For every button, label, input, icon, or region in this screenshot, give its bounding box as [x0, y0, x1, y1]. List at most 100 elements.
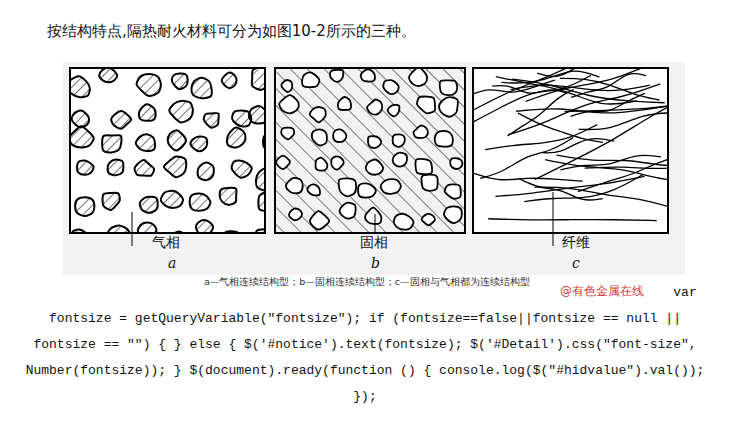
panel-letter: a [168, 255, 176, 271]
gas-pore [111, 111, 131, 129]
gas-pore [190, 194, 211, 211]
figure-ground [63, 62, 685, 275]
gas-pore [137, 74, 161, 96]
solid-grain [415, 159, 432, 174]
fiber [480, 138, 573, 179]
code-text: var fontsize = getQueryVariable("fontsiz… [20, 280, 710, 410]
panel-c [473, 68, 668, 233]
fiber [537, 68, 623, 76]
leader-line [553, 192, 554, 246]
solid-grain [310, 107, 326, 122]
gas-pore [108, 160, 124, 176]
gas-pore [232, 161, 252, 178]
gas-pore [196, 220, 213, 233]
gas-pore [256, 168, 265, 191]
gas-pore [135, 160, 155, 176]
panel-letter: c [572, 255, 580, 271]
phase-label: 气相 [152, 234, 180, 252]
solid-grain [422, 214, 435, 225]
solid-grain [307, 184, 320, 195]
solid-grain [439, 97, 458, 117]
gas-pore [190, 136, 207, 151]
solid-grain [368, 136, 381, 148]
fiber [519, 179, 603, 200]
solid-grain [339, 178, 356, 196]
solid-grain [381, 179, 401, 194]
fiber [526, 68, 668, 101]
gas-pore [249, 106, 265, 123]
watermark: @有色金属在线 [560, 283, 644, 300]
fiber [474, 75, 591, 121]
fiber [485, 125, 597, 150]
gas-pore [227, 128, 245, 148]
solid-grain [421, 175, 437, 191]
gas-pore [77, 160, 94, 174]
solid-grain [450, 158, 462, 169]
fiber [488, 219, 657, 221]
gas-pore [70, 76, 90, 97]
solid-grain [316, 158, 328, 171]
solid-grain [302, 72, 319, 87]
solid-grain [365, 208, 381, 224]
solid-grain [276, 156, 290, 169]
solid-grain [394, 214, 414, 230]
panel-border [473, 68, 668, 233]
gas-pore [252, 68, 265, 90]
solid-grain [393, 134, 405, 147]
gas-pore [220, 188, 237, 205]
heading: 按结构特点,隔热耐火材料可分为如图10-2所示的三种。 [47, 22, 416, 41]
solid-grain [393, 153, 407, 167]
gas-pores [70, 68, 265, 233]
solid-grain [445, 184, 461, 198]
solid-grain [330, 70, 343, 82]
solid-grain [310, 211, 329, 229]
solid-grain [444, 206, 462, 223]
gas-pore [169, 101, 193, 123]
leader-line [375, 214, 376, 232]
gas-pore [161, 191, 183, 208]
gas-pore [139, 104, 156, 121]
solid-grain [338, 97, 351, 110]
gas-pore [204, 113, 219, 128]
gas-pore [138, 223, 157, 233]
panel-a [70, 68, 265, 233]
solid-grain [281, 80, 292, 92]
solid-grain [281, 128, 294, 140]
gas-pore [99, 68, 117, 82]
gas-pore [103, 193, 120, 210]
leader-line [132, 212, 133, 246]
fiber [545, 160, 668, 180]
solid-grain [388, 105, 400, 117]
gas-pore [106, 226, 130, 233]
gas-pore [72, 111, 89, 128]
solid-grain [417, 97, 435, 114]
gas-pore [198, 163, 214, 181]
panel-b [275, 68, 465, 233]
solid-grain [361, 69, 375, 81]
solid-grain [435, 131, 453, 147]
solid-grain [333, 129, 346, 142]
fiber [557, 155, 668, 165]
solid-grain [366, 160, 383, 175]
fiber [542, 139, 614, 153]
fibers [473, 68, 668, 221]
solid-grains [276, 68, 465, 233]
solid-grain [358, 183, 376, 197]
gas-pore [168, 130, 186, 150]
solid-grain [289, 208, 302, 220]
fiber [496, 77, 637, 104]
phase-label: 纤维 [562, 234, 590, 252]
solid-grain [440, 80, 457, 95]
gas-pore [136, 134, 155, 151]
solid-grain [367, 100, 382, 115]
gas-pore [70, 126, 94, 147]
panel-border [275, 68, 465, 233]
panel-letter: b [371, 255, 380, 271]
solid-grain [340, 203, 356, 219]
solid-grain [383, 80, 398, 94]
panel-border [70, 68, 265, 233]
gas-pore [222, 72, 237, 88]
solid-grain [414, 126, 428, 138]
gas-pore [232, 111, 251, 127]
